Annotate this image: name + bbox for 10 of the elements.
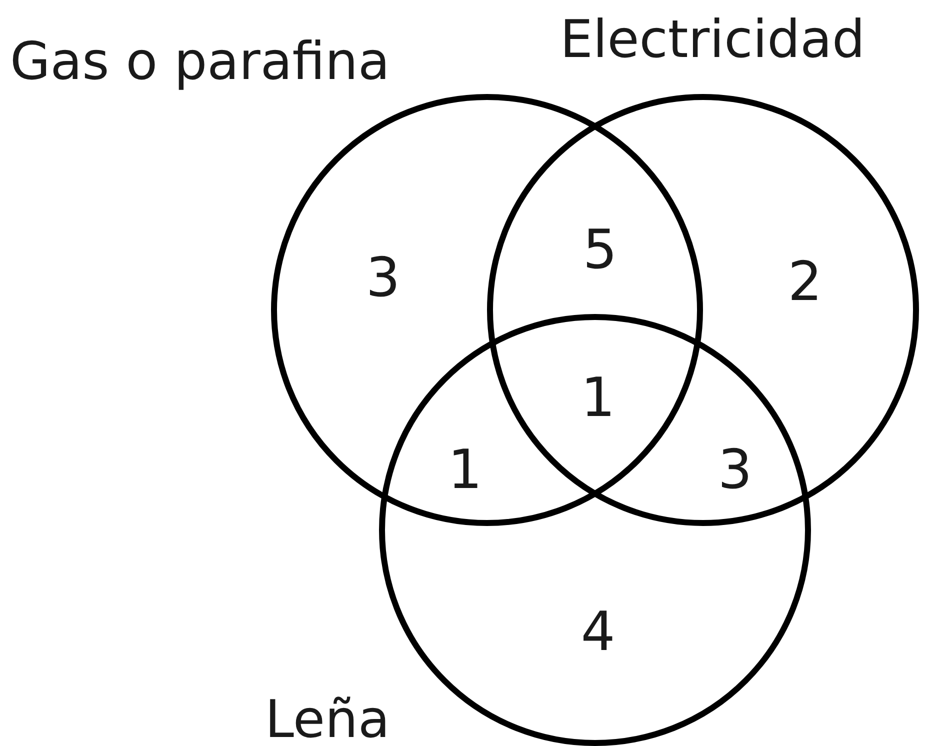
region-count: 3 (366, 251, 400, 305)
set-label: Electricidad (560, 14, 866, 66)
region-count: 4 (580, 605, 616, 659)
region-count: 1 (448, 443, 482, 497)
region-count: 1 (580, 371, 616, 425)
set-label: Gas o parafina (10, 36, 390, 88)
region-count: 3 (718, 443, 752, 497)
region-count: 5 (582, 223, 618, 277)
set-label: Leña (265, 694, 390, 746)
region-count: 2 (788, 255, 822, 309)
